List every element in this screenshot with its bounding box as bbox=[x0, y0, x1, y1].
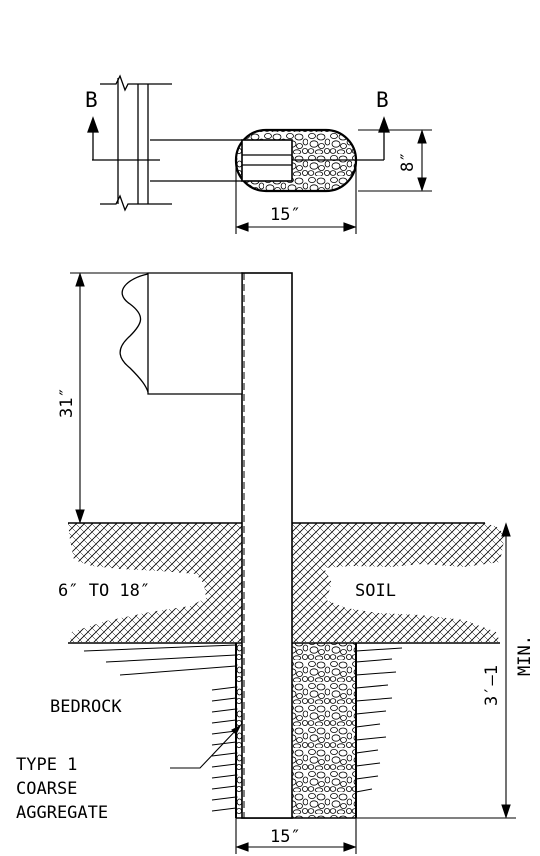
dim-embed-depth bbox=[356, 522, 516, 819]
dim-embed-value-label: 3′–1 bbox=[482, 665, 502, 706]
aggregate-leader bbox=[170, 724, 242, 769]
section-marker-left: B bbox=[85, 88, 98, 112]
section-view bbox=[68, 272, 516, 854]
dim-rail-height bbox=[70, 272, 148, 524]
guardrail-block bbox=[119, 272, 243, 395]
rock-depth-label: 6″ TO 18″ bbox=[58, 581, 150, 601]
aggregate-label-line3: AGGREGATE bbox=[16, 803, 108, 823]
dim-height-plan bbox=[358, 129, 432, 192]
soil-label: SOIL bbox=[355, 581, 396, 601]
bedrock-label: BEDROCK bbox=[50, 697, 122, 717]
dim-bottom-width-label: 15″ bbox=[270, 827, 301, 847]
post bbox=[241, 272, 293, 819]
dim-width-plan-label: 15″ bbox=[270, 205, 301, 225]
section-arrow-right bbox=[378, 116, 390, 160]
aggregate-label-line1: TYPE 1 bbox=[16, 755, 77, 775]
plan-view bbox=[87, 74, 432, 234]
section-marker-right: B bbox=[376, 88, 389, 112]
aggregate-label-line2: COARSE bbox=[16, 779, 77, 799]
dim-height-plan-label: 8″ bbox=[398, 152, 418, 172]
footing-plan bbox=[234, 128, 384, 193]
dim-embed-note-label: MIN. bbox=[515, 635, 535, 676]
rail-plan bbox=[92, 74, 242, 212]
dim-rail-height-label: 31″ bbox=[57, 387, 77, 418]
bedrock-lines-right bbox=[355, 647, 403, 793]
dim-bottom-width bbox=[235, 818, 357, 854]
dim-width-plan bbox=[235, 165, 357, 234]
bedrock-lines-left bbox=[83, 644, 237, 812]
section-arrow-left bbox=[87, 116, 99, 160]
